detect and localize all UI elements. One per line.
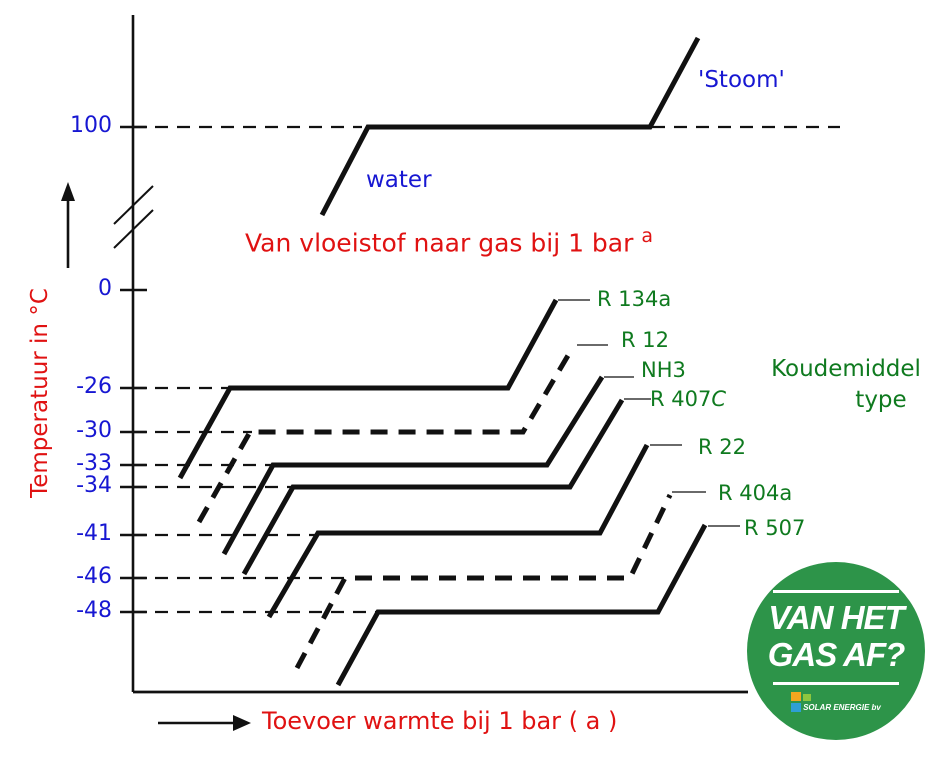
diagram-title: Van vloeistof naar gas bij 1 bar a [245, 225, 654, 258]
curve-r-404a [294, 493, 673, 670]
logo-blue-square-icon [791, 703, 802, 713]
title-superscript-a: a [641, 225, 654, 247]
series-label-nh3: NH3 [641, 358, 686, 382]
tick-label-41: -41 [76, 521, 112, 546]
water-annotation: water [366, 167, 432, 193]
y-axis-arrowhead-icon [61, 182, 75, 201]
tick-label-100: 100 [70, 113, 112, 138]
stoom-annotation: 'Stoom' [698, 67, 785, 93]
tick-label-48: -48 [76, 598, 112, 623]
tick-label-46: -46 [76, 564, 112, 589]
series-label-r-507: R 507 [744, 516, 806, 540]
logo-text-row: SOLAR ENERGIE bv [791, 701, 881, 713]
x-axis-arrowhead-icon [233, 715, 251, 731]
badge-top-rule [773, 589, 899, 593]
curve-r-12 [196, 345, 576, 524]
series-label-r-404a: R 404a [718, 481, 793, 505]
van-het-gas-af-badge: VAN HET GAS AF? SOLAR ENERGIE bv [747, 562, 925, 740]
badge-text-line1: VAN HET [768, 598, 904, 636]
badge-bottom-rule [773, 682, 899, 686]
curve-r-407c [241, 398, 625, 576]
series-label-r-22: R 22 [698, 435, 746, 459]
badge-text-line2: GAS AF? [767, 635, 906, 673]
tick-label-30: -30 [76, 418, 112, 443]
solar-energie-logo: SOLAR ENERGIE bv [791, 690, 881, 713]
tick-label-34: -34 [76, 473, 112, 498]
axis-break-mark [113, 185, 154, 225]
curve-r-507 [335, 523, 708, 687]
curve-nh3 [221, 375, 605, 556]
tick-label-0: 0 [98, 276, 112, 301]
series-label-r-134a: R 134a [597, 287, 672, 311]
x-axis-label: Toevoer warmte bij 1 bar ( a ) [262, 707, 618, 735]
logo-company-text: SOLAR ENERGIE bv [803, 703, 881, 713]
logo-orange-square-icon [791, 692, 802, 702]
tick-label-33: -33 [76, 451, 112, 476]
logo-green-square-icon [803, 694, 812, 702]
legend-title-line2: type [855, 387, 907, 413]
series-label-r-407c: R 407C [650, 387, 727, 411]
series-label-r-12: R 12 [621, 328, 669, 352]
curve-water [319, 36, 701, 217]
axis-break-mark [113, 209, 154, 249]
logo-squares-row [791, 690, 812, 702]
tick-label-26: -26 [76, 374, 112, 399]
legend-title-line1: Koudemiddel [771, 356, 921, 382]
curve-r-134a [177, 298, 559, 480]
diagram-title-text: Van vloeistof naar gas bij 1 bar [245, 228, 634, 258]
curve-r-22 [266, 443, 650, 619]
